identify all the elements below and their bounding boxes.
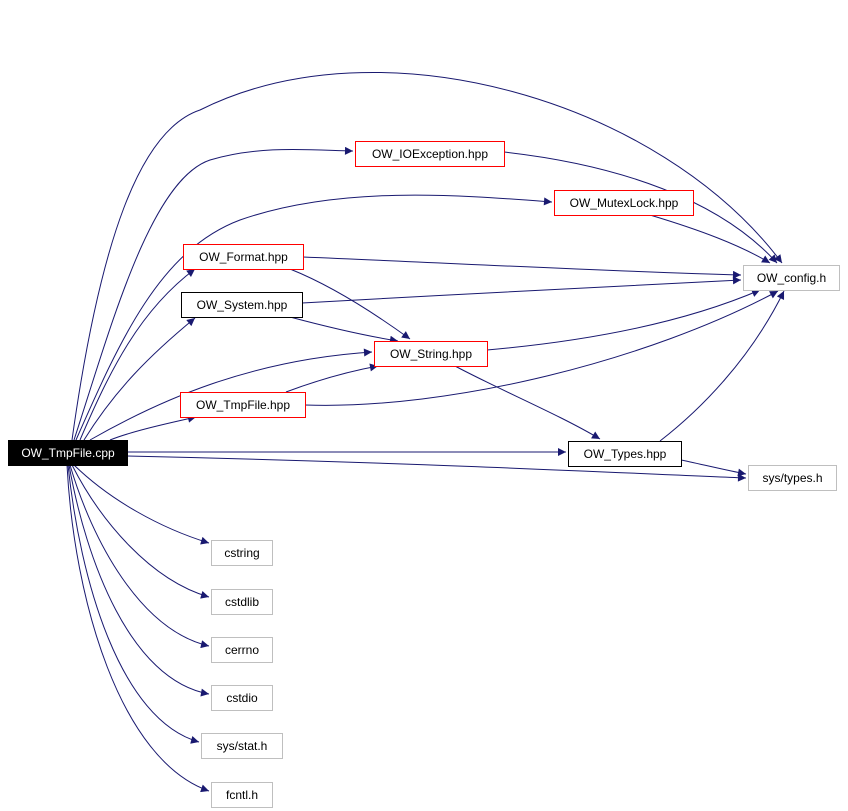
node-box (211, 782, 273, 808)
node-cstring: cstring (211, 540, 273, 566)
node-box (8, 440, 128, 466)
node-ioexception[interactable]: OW_IOException.hpp (355, 141, 505, 167)
node-label: OW_MutexLock.hpp (570, 196, 679, 210)
node-cerrno: cerrno (211, 637, 273, 663)
node-label: sys/types.h (762, 471, 822, 485)
edge-tmpfile_hpp-to-string (285, 363, 379, 393)
node-systypes: sys/types.h (748, 465, 837, 491)
node-cstdlib: cstdlib (211, 589, 273, 615)
edge-tmpfile_cpp-to-string (89, 348, 373, 441)
edge-tmpfile_hpp-to-config (304, 290, 779, 406)
edge-format-to-config (302, 256, 742, 279)
node-label: fcntl.h (226, 788, 258, 802)
node-label: cerrno (225, 643, 259, 657)
node-label: OW_System.hpp (197, 298, 288, 312)
node-label: OW_Types.hpp (584, 447, 667, 461)
node-label: OW_TmpFile.cpp (21, 446, 115, 460)
edge-types-to-systypes (680, 459, 747, 477)
node-box (211, 589, 273, 615)
node-tmpfile_hpp[interactable]: OW_TmpFile.hpp (180, 392, 306, 418)
edges-layer (66, 72, 785, 793)
edge-system-to-string (289, 316, 399, 344)
nodes-layer: OW_TmpFile.cpp OW_IOException.hppOW_Mutex… (8, 141, 840, 808)
node-label: OW_Format.hpp (199, 250, 288, 264)
edge-tmpfile_cpp-to-systypes (126, 455, 747, 482)
node-box (568, 441, 682, 467)
node-tmpfile_cpp[interactable]: OW_TmpFile.cpp (8, 440, 128, 466)
node-box (211, 540, 273, 566)
node-label: sys/stat.h (217, 739, 268, 753)
node-box (554, 190, 694, 216)
node-box (355, 141, 505, 167)
node-box (748, 465, 837, 491)
node-box (374, 341, 488, 367)
node-label: OW_config.h (757, 271, 826, 285)
node-box (181, 292, 303, 318)
node-label: OW_IOException.hpp (372, 147, 488, 161)
node-format[interactable]: OW_Format.hpp (183, 244, 304, 270)
edge-mutexlock-to-config (649, 214, 771, 264)
node-sysstat: sys/stat.h (201, 733, 283, 759)
edge-ioexception-to-config (503, 151, 778, 264)
edge-tmpfile_cpp-to-ioexception (73, 146, 354, 441)
node-fcntl: fcntl.h (211, 782, 273, 808)
edge-types-to-config (659, 290, 785, 442)
node-label: cstdlib (225, 595, 259, 609)
edge-string-to-config (486, 289, 761, 351)
node-box (211, 637, 273, 663)
node-label: cstring (224, 546, 259, 560)
node-box (201, 733, 283, 759)
node-mutexlock[interactable]: OW_MutexLock.hpp (554, 190, 694, 216)
node-box (180, 392, 306, 418)
node-box (183, 244, 304, 270)
edge-system-to-config (301, 276, 742, 304)
edge-tmpfile_cpp-to-cstdlib (71, 464, 210, 599)
edge-tmpfile_cpp-to-cstring (73, 464, 210, 545)
node-cstdio: cstdio (211, 685, 273, 711)
node-config: OW_config.h (743, 265, 840, 291)
edge-tmpfile_cpp-to-cstdio (68, 464, 210, 697)
edge-tmpfile_cpp-to-tmpfile_hpp (109, 414, 197, 441)
node-label: cstdio (226, 691, 258, 705)
edge-string-to-types (454, 365, 601, 440)
node-system[interactable]: OW_System.hpp (181, 292, 303, 318)
edge-tmpfile_cpp-to-system (83, 317, 196, 441)
node-label: OW_TmpFile.hpp (196, 398, 290, 412)
edge-tmpfile_cpp-to-fcntl (66, 464, 210, 793)
node-string[interactable]: OW_String.hpp (374, 341, 488, 367)
node-box (743, 265, 840, 291)
edge-tmpfile_cpp-to-cerrno (69, 464, 210, 649)
node-box (211, 685, 273, 711)
edge-tmpfile_cpp-to-sysstat (67, 464, 200, 744)
edge-tmpfile_cpp-to-config (71, 72, 783, 441)
node-label: OW_String.hpp (390, 347, 472, 361)
node-types[interactable]: OW_Types.hpp (568, 441, 682, 467)
edge-tmpfile_cpp-to-format (79, 268, 196, 441)
edge-tmpfile_cpp-to-mutexlock (75, 194, 553, 441)
edge-format-to-string (289, 268, 411, 340)
